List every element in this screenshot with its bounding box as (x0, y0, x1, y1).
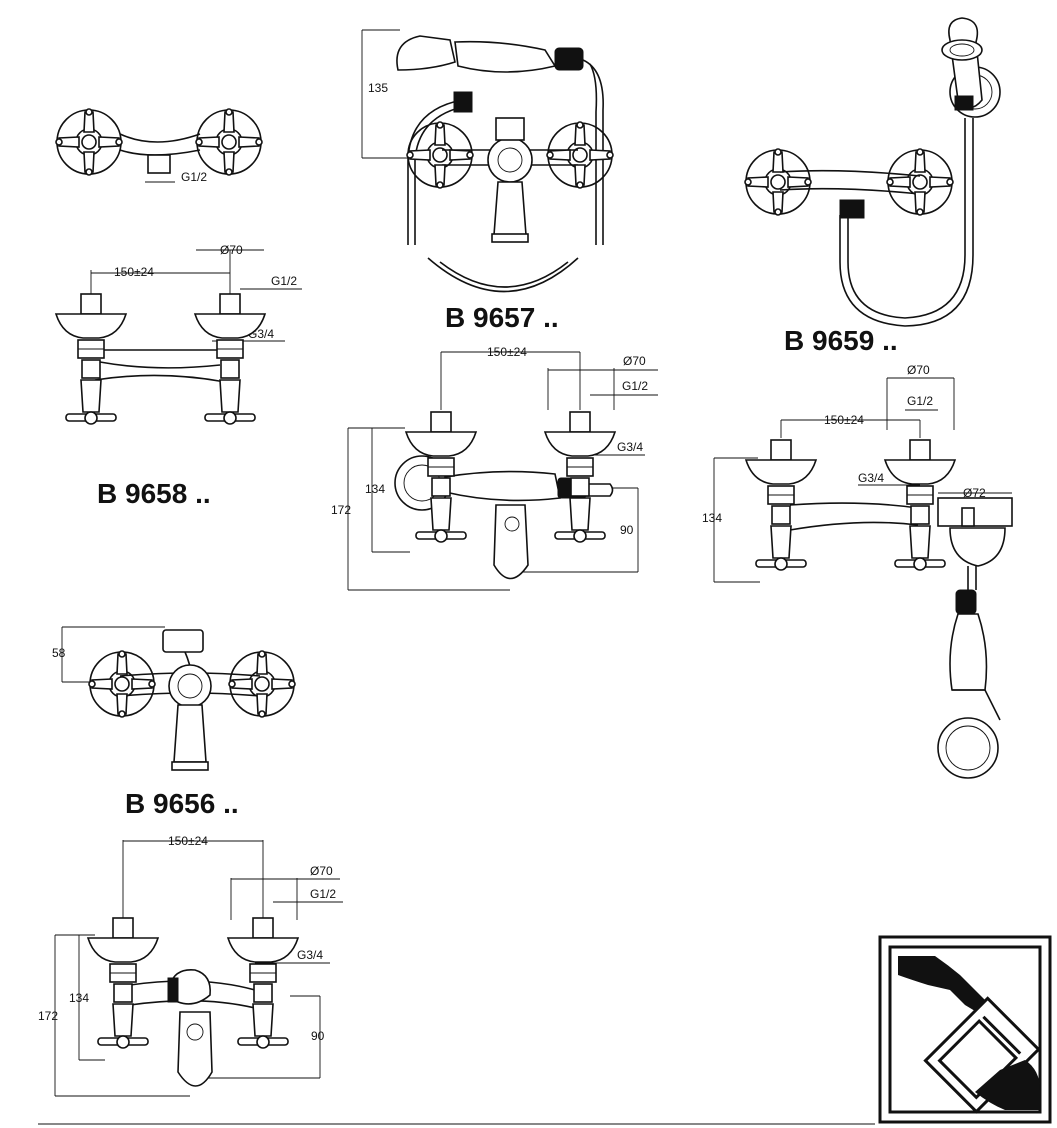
b9657-d70-label: Ø70 (623, 354, 646, 368)
b9656-spacing-label: 150±24 (168, 834, 208, 848)
b9656-d70-label: Ø70 (310, 864, 333, 878)
b9658-g12-label: G1/2 (181, 170, 207, 184)
b9658-side-view: 150±24 Ø70 G1/2 G3/4 B 9658 .. (55, 243, 302, 509)
b9659-d72-label: Ø72 (963, 486, 986, 500)
b9656-h58-label: 58 (52, 646, 66, 660)
b9659-g34-label: G3/4 (858, 471, 884, 485)
b9657-front-view: 135 B 9657 .. (361, 29, 614, 333)
hand-pointing-to-document-icon (878, 935, 1052, 1124)
b9658-g12-side-label: G1/2 (271, 274, 297, 288)
b9656-h172-label: 172 (38, 1009, 58, 1023)
b9659-h134-label: 134 (702, 511, 722, 525)
b9656-g34-label: G3/4 (297, 948, 323, 962)
b9659-front-view: B 9659 .. (744, 17, 1001, 356)
b9657-spacing-label: 150±24 (487, 345, 527, 359)
b9659-model-label: B 9659 .. (784, 325, 898, 356)
b9656-h90-label: 90 (311, 1029, 325, 1043)
b9659-side-view: 150±24 Ø70 G1/2 G3/4 Ø72 134 (702, 363, 1013, 779)
b9657-h135-label: 135 (368, 81, 388, 95)
b9657-g12-label: G1/2 (622, 379, 648, 393)
b9659-g12-label: G1/2 (907, 394, 933, 408)
b9657-h90-label: 90 (620, 523, 634, 537)
b9657-side-view: 150±24 Ø70 G1/2 G3/4 172 134 90 (331, 345, 658, 591)
b9656-model-label: B 9656 .. (125, 788, 239, 819)
b9656-h134-label: 134 (69, 991, 89, 1005)
b9657-h172-label: 172 (331, 503, 351, 517)
b9658-spacing-label: 150±24 (114, 265, 154, 279)
b9657-h134-label: 134 (365, 482, 385, 496)
b9658-model-label: B 9658 .. (97, 478, 211, 509)
b9658-d70-label: Ø70 (220, 243, 243, 257)
b9656-g12-label: G1/2 (310, 887, 336, 901)
b9659-spacing-label: 150±24 (824, 413, 864, 427)
b9656-side-view: 150±24 Ø70 G1/2 G3/4 172 134 90 (38, 834, 343, 1097)
b9657-model-label: B 9657 .. (445, 302, 559, 333)
b9657-g34-label: G3/4 (617, 440, 643, 454)
b9658-top-view: G1/2 (55, 108, 263, 184)
b9659-d70-label: Ø70 (907, 363, 930, 377)
b9656-front-view: 58 B 9656 .. (52, 626, 296, 819)
